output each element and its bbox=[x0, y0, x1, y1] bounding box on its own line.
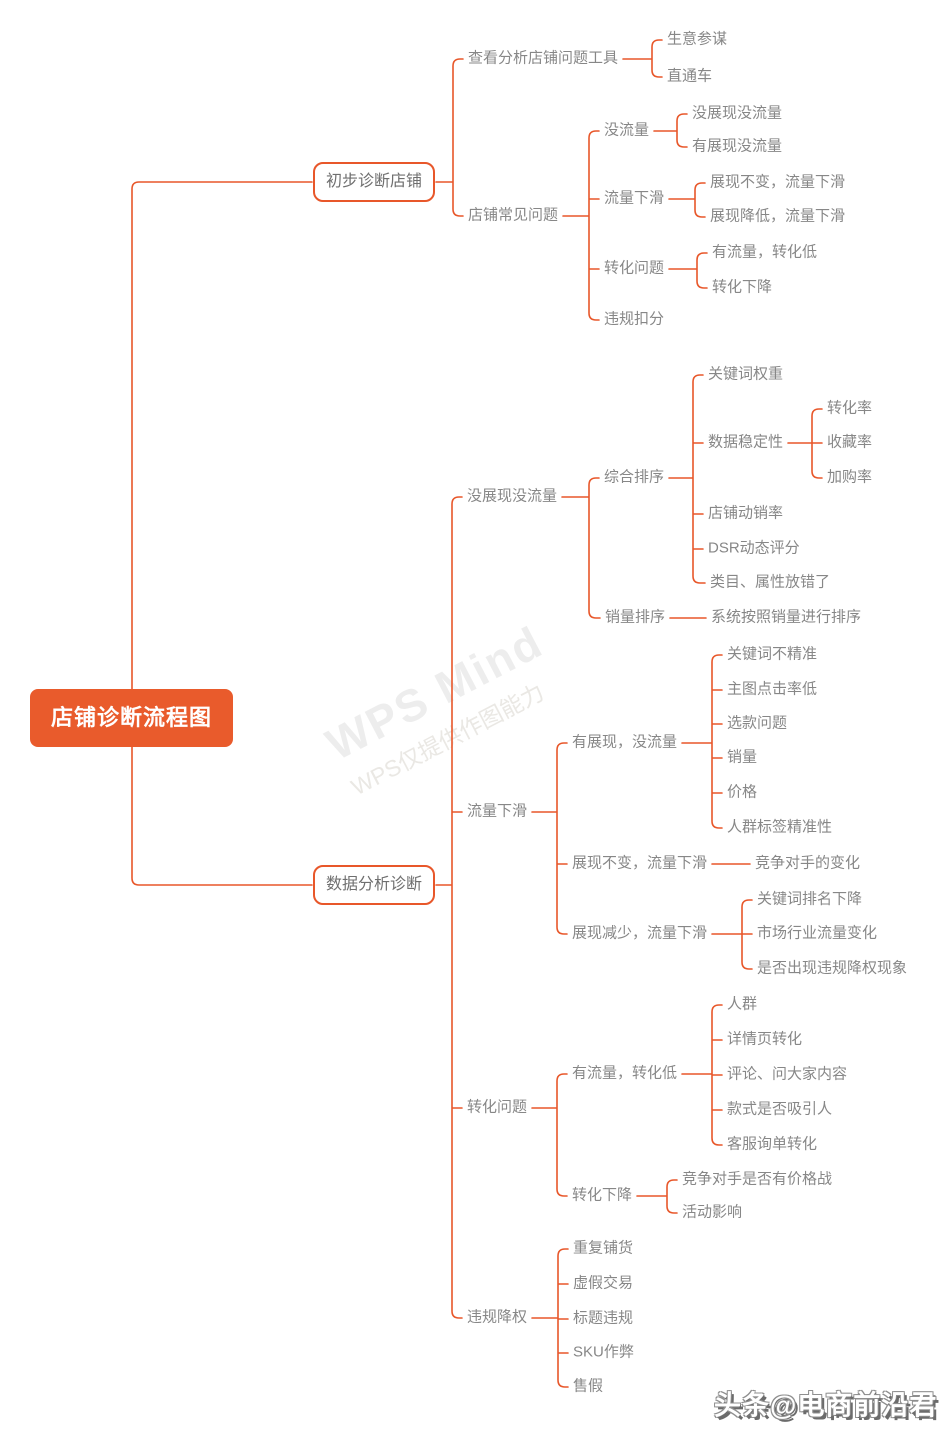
mindmap-node[interactable]: 流量下滑 bbox=[467, 802, 528, 820]
mindmap-node[interactable]: 流量下滑 bbox=[604, 189, 665, 207]
mindmap-node[interactable]: 销量排序 bbox=[605, 608, 666, 626]
mindmap-node[interactable]: 价格 bbox=[727, 783, 758, 801]
mindmap-node[interactable]: SKU作弊 bbox=[573, 1343, 634, 1361]
mindmap-node[interactable]: 展现不变，流量下滑 bbox=[572, 854, 708, 872]
branch-data-analysis[interactable]: 数据分析诊断 bbox=[313, 865, 436, 905]
mindmap-node[interactable]: 没展现没流量 bbox=[692, 104, 783, 122]
mindmap-node[interactable]: 转化问题 bbox=[604, 259, 665, 277]
mindmap-node[interactable]: 关键词排名下降 bbox=[757, 890, 863, 908]
mindmap-node[interactable]: 综合排序 bbox=[604, 468, 665, 486]
mindmap-node[interactable]: 有展现没流量 bbox=[692, 137, 783, 155]
root-topic[interactable]: 店铺诊断流程图 bbox=[30, 689, 234, 747]
mindmap-node[interactable]: 直通车 bbox=[667, 67, 713, 85]
mindmap-node[interactable]: 展现降低，流量下滑 bbox=[710, 207, 846, 225]
mindmap-node[interactable]: 客服询单转化 bbox=[727, 1135, 818, 1153]
mindmap-node[interactable]: 没流量 bbox=[604, 121, 650, 139]
mindmap-node[interactable]: 有流量，转化低 bbox=[572, 1064, 678, 1082]
mindmap-node[interactable]: 转化率 bbox=[827, 399, 873, 417]
mindmap-node[interactable]: 类目、属性放错了 bbox=[710, 573, 831, 591]
mindmap-node[interactable]: 关键词不精准 bbox=[727, 645, 818, 663]
mindmap-node[interactable]: 活动影响 bbox=[682, 1203, 743, 1221]
mindmap-node[interactable]: 违规降权 bbox=[467, 1308, 528, 1326]
mindmap-node[interactable]: 加购率 bbox=[827, 468, 873, 486]
mindmap-node[interactable]: 竞争对手的变化 bbox=[755, 854, 861, 872]
mindmap-node[interactable]: 人群 bbox=[727, 995, 758, 1013]
mindmap-node[interactable]: 展现减少，流量下滑 bbox=[572, 924, 708, 942]
credit-text: 头条@电商前沿君 bbox=[714, 1390, 938, 1421]
mindmap-node[interactable]: 展现不变，流量下滑 bbox=[710, 173, 846, 191]
mindmap-node[interactable]: 人群标签精准性 bbox=[727, 818, 833, 836]
mindmap-node[interactable]: 查看分析店铺问题工具 bbox=[468, 49, 619, 67]
mindmap-node[interactable]: 详情页转化 bbox=[727, 1030, 803, 1048]
mindmap-node[interactable]: 售假 bbox=[573, 1377, 604, 1395]
mindmap-node[interactable]: DSR动态评分 bbox=[708, 539, 800, 557]
mindmap-node[interactable]: 虚假交易 bbox=[573, 1274, 634, 1292]
mindmap-node[interactable]: 店铺常见问题 bbox=[468, 206, 559, 224]
mindmap-node[interactable]: 转化下降 bbox=[572, 1186, 633, 1204]
mindmap-node[interactable]: 选款问题 bbox=[727, 714, 788, 732]
mindmap-node[interactable]: 数据稳定性 bbox=[708, 433, 784, 451]
mindmap-node[interactable]: 转化下降 bbox=[712, 278, 773, 296]
mindmap-node[interactable]: 销量 bbox=[727, 748, 758, 766]
mindmap-node[interactable]: 没展现没流量 bbox=[467, 487, 558, 505]
mindmap-node[interactable]: 收藏率 bbox=[827, 433, 873, 451]
mindmap-node[interactable]: 重复铺货 bbox=[573, 1239, 634, 1257]
mindmap-node[interactable]: 标题违规 bbox=[573, 1309, 634, 1327]
mindmap-node[interactable]: 店铺动销率 bbox=[708, 504, 784, 522]
mindmap-node[interactable]: 是否出现违规降权现象 bbox=[757, 959, 908, 977]
mindmap-node[interactable]: 关键词权重 bbox=[708, 365, 784, 383]
mindmap-node[interactable]: 评论、问大家内容 bbox=[727, 1065, 848, 1083]
mindmap-node[interactable]: 生意参谋 bbox=[667, 30, 728, 48]
mindmap-node[interactable]: 款式是否吸引人 bbox=[727, 1100, 833, 1118]
mindmap-node[interactable]: 有展现，没流量 bbox=[572, 733, 678, 751]
mindmap-node[interactable]: 主图点击率低 bbox=[727, 680, 818, 698]
mindmap-node[interactable]: 竞争对手是否有价格战 bbox=[682, 1170, 833, 1188]
branch-initial-diagnosis[interactable]: 初步诊断店铺 bbox=[313, 162, 436, 202]
mindmap-node[interactable]: 转化问题 bbox=[467, 1098, 528, 1116]
mindmap-node[interactable]: 有流量，转化低 bbox=[712, 243, 818, 261]
mindmap-node[interactable]: 系统按照销量进行排序 bbox=[711, 608, 862, 626]
mindmap-node[interactable]: 市场行业流量变化 bbox=[757, 924, 878, 942]
mindmap-node[interactable]: 违规扣分 bbox=[604, 310, 665, 328]
